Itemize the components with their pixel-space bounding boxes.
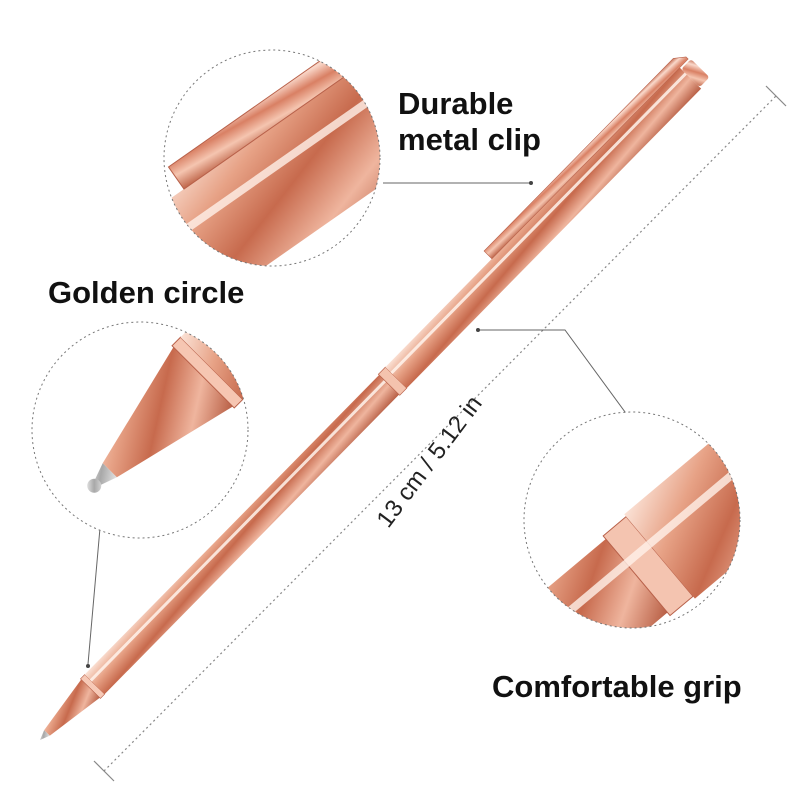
tip-detail-magnifier — [31, 321, 249, 539]
connector-circle — [87, 527, 101, 665]
callout-clip-line1: Durable — [398, 86, 514, 121]
callout-durable-metal-clip: Durable metal clip — [398, 86, 541, 158]
dimension-line — [103, 95, 777, 772]
dimension-end-top — [765, 85, 787, 107]
callout-clip-line2: metal clip — [398, 122, 541, 157]
callout-comfortable-grip: Comfortable grip — [492, 669, 742, 704]
callout-golden-circle: Golden circle — [48, 275, 245, 310]
pen-illustration — [40, 56, 709, 740]
connector-grip — [478, 329, 637, 428]
dimension-end-bottom — [93, 760, 115, 782]
